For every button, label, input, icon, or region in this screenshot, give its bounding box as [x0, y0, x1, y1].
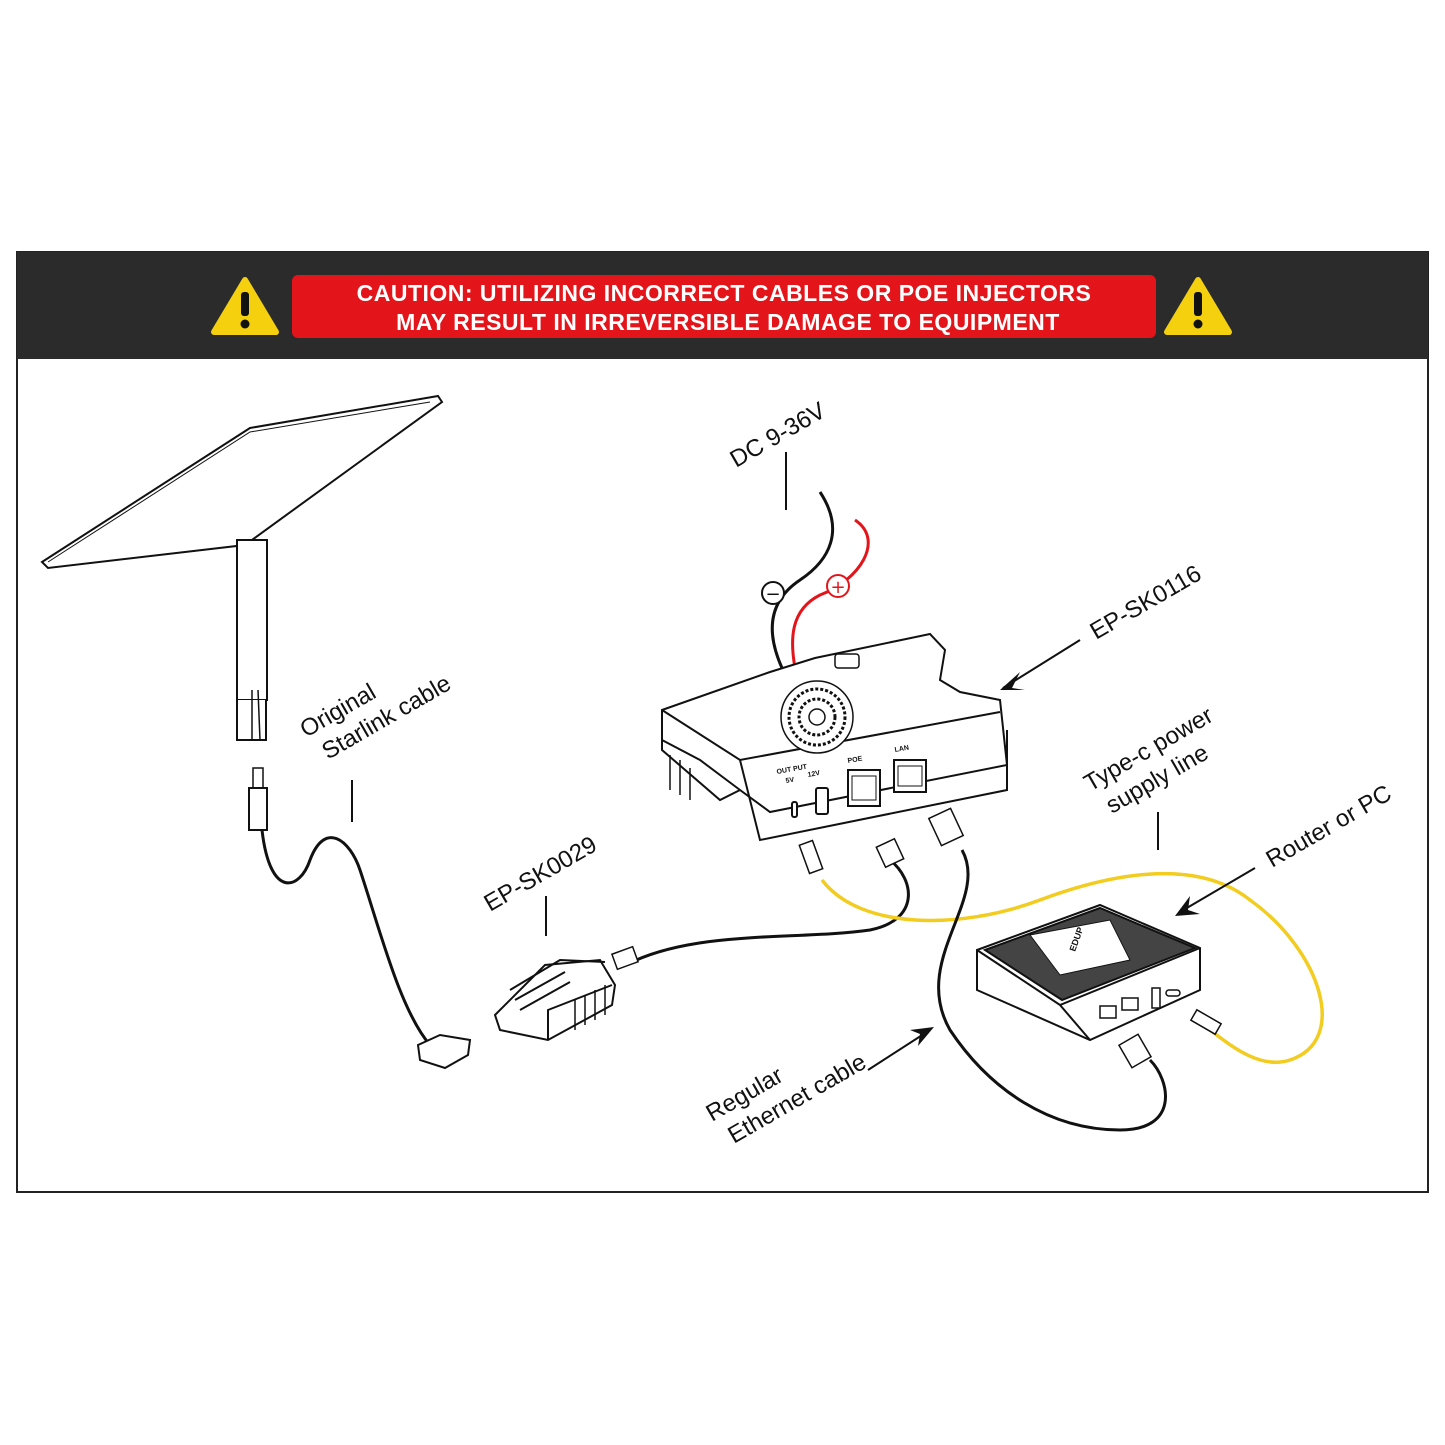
rj45-connector: [875, 837, 905, 869]
arrow-head-icon: [1175, 896, 1200, 916]
warning-triangle-icon: [1164, 277, 1232, 335]
caution-box: [292, 275, 1156, 338]
ep-sk0029-adapter: [493, 958, 617, 1042]
rj45-connector: [1117, 1033, 1153, 1069]
lan-port-label: LAN: [894, 745, 909, 754]
negative-terminal-icon: −: [761, 581, 785, 605]
leader-arrow: [1179, 867, 1256, 913]
poe-ethernet-cable: [631, 858, 910, 964]
rj45-connector: [927, 807, 965, 847]
arrow-head-icon: [910, 1027, 934, 1046]
regular-ethernet-cable: [937, 849, 1167, 1132]
dc-positive-wire: [791, 518, 870, 669]
typec-power-cable: [820, 871, 1324, 1064]
12v-port-label: 12V: [807, 770, 821, 779]
starlink-dish: [40, 394, 444, 741]
warning-triangle-icon: [211, 277, 279, 335]
poe-port-label: POE: [847, 755, 863, 765]
dc-negative-wire: [770, 491, 835, 669]
caution-line-2: MAY RESULT IN IRREVERSIBLE DAMAGE TO EQU…: [396, 309, 1060, 335]
positive-terminal-icon: +: [826, 574, 850, 598]
arrow-head-icon: [1000, 672, 1025, 690]
typec-connector: [798, 839, 824, 875]
starlink-cable: [248, 767, 472, 1070]
caution-line-1: CAUTION: UTILIZING INCORRECT CABLES OR P…: [357, 280, 1092, 306]
rj45-connector: [610, 945, 640, 971]
5v-port-label: 5V: [785, 777, 795, 785]
svg-text:−: −: [765, 584, 780, 605]
ep-sk0116-device: [661, 632, 1009, 842]
typec-connector: [1189, 1008, 1223, 1036]
svg-text:+: +: [830, 577, 845, 598]
router-device: EDUP: [976, 903, 1201, 1042]
